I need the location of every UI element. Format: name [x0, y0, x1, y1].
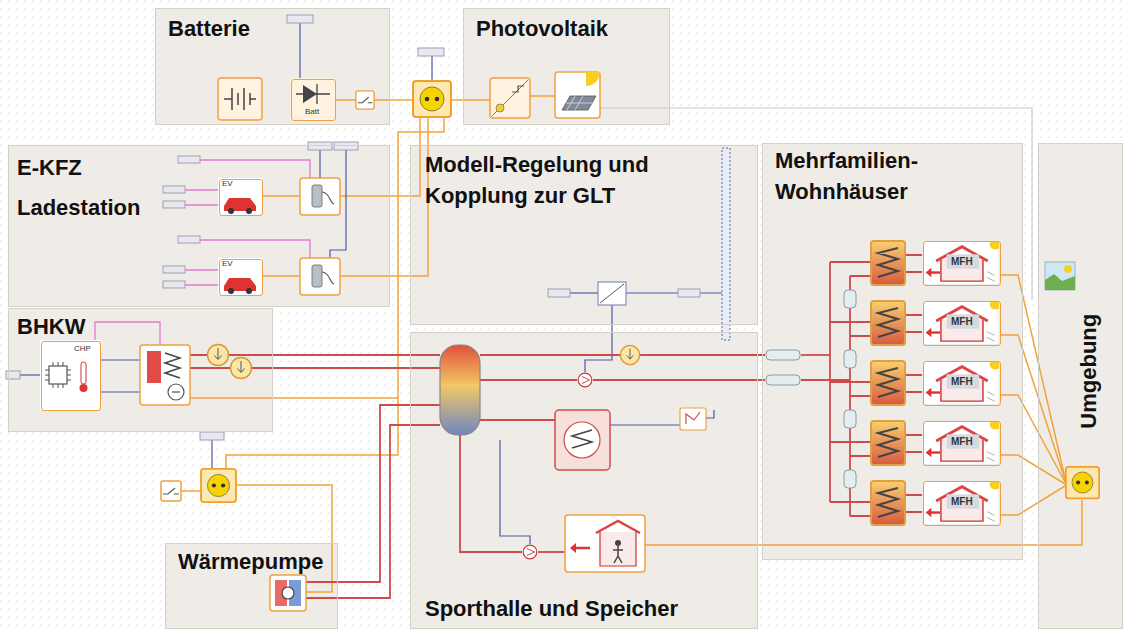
region-fill — [165, 543, 338, 629]
region-fill — [1038, 143, 1123, 629]
region-heading: E-KFZ Ladestation — [17, 148, 157, 227]
region-fill — [8, 308, 273, 432]
building-icon: MFH — [923, 481, 1001, 526]
region-heading: Wärmepumpe — [178, 548, 323, 577]
components — [40, 72, 1099, 611]
region-fill — [155, 8, 390, 125]
region-heading: Modell-Regelung und Kopplung zur GLT — [425, 150, 665, 212]
region-fills — [8, 8, 1123, 629]
icon-label: Batt — [305, 108, 319, 117]
region-fill — [8, 145, 390, 307]
building-icon: MFH — [923, 361, 1001, 406]
icon-label: EV — [222, 260, 233, 269]
icon-label: MFH — [949, 376, 975, 387]
signal-inputs — [6, 15, 700, 440]
region-heading: Mehrfamilien-Wohnhäuser — [775, 146, 960, 208]
region-panel: Modell-Regelung und Kopplung zur GLT — [410, 145, 758, 325]
measure-wire — [600, 108, 1032, 300]
chp-unit-icon: CHP — [41, 341, 101, 411]
region-panel: BHKW CHP — [8, 308, 273, 432]
ev-car-icon: EV — [219, 259, 263, 296]
building-icon: MFH — [923, 301, 1001, 346]
building-icon: MFH — [923, 241, 1001, 286]
icon-label: EV — [222, 180, 233, 189]
region-panel: Photovoltaik — [463, 8, 670, 125]
vehicle-signals — [95, 160, 310, 345]
electric-wires — [182, 96, 1082, 592]
icon-label: MFH — [949, 496, 975, 507]
region-panel: Umgebung — [1038, 143, 1123, 629]
region-heading: BHKW — [17, 313, 85, 342]
region-heading: Batterie — [168, 15, 250, 44]
icon-label: MFH — [949, 256, 975, 267]
region-fill — [762, 143, 1023, 560]
region-heading: Umgebung — [1076, 314, 1102, 429]
icon-label: MFH — [949, 316, 975, 327]
region-heading: Sporthalle und Speicher — [425, 595, 678, 624]
icon-label: MFH — [949, 436, 975, 447]
region-fill — [410, 145, 758, 325]
icon-label: CHP — [74, 345, 91, 354]
control-signals — [20, 23, 722, 544]
region-panel: Mehrfamilien-WohnhäuserMFH MFH MFH MFH MFH — [762, 143, 1023, 560]
region-panel: BatterieBatt — [155, 8, 390, 125]
building-icon: MFH — [923, 421, 1001, 466]
region-panel: Sporthalle und Speicher — [410, 332, 758, 629]
battery-inverter-icon: Batt — [291, 79, 336, 121]
region-panel: E-KFZ LadestationEVEV — [8, 145, 390, 307]
region-fill — [410, 332, 758, 629]
region-heading: Photovoltaik — [476, 15, 608, 44]
ev-car-icon: EV — [219, 179, 263, 216]
region-panel: Wärmepumpe — [165, 543, 338, 629]
